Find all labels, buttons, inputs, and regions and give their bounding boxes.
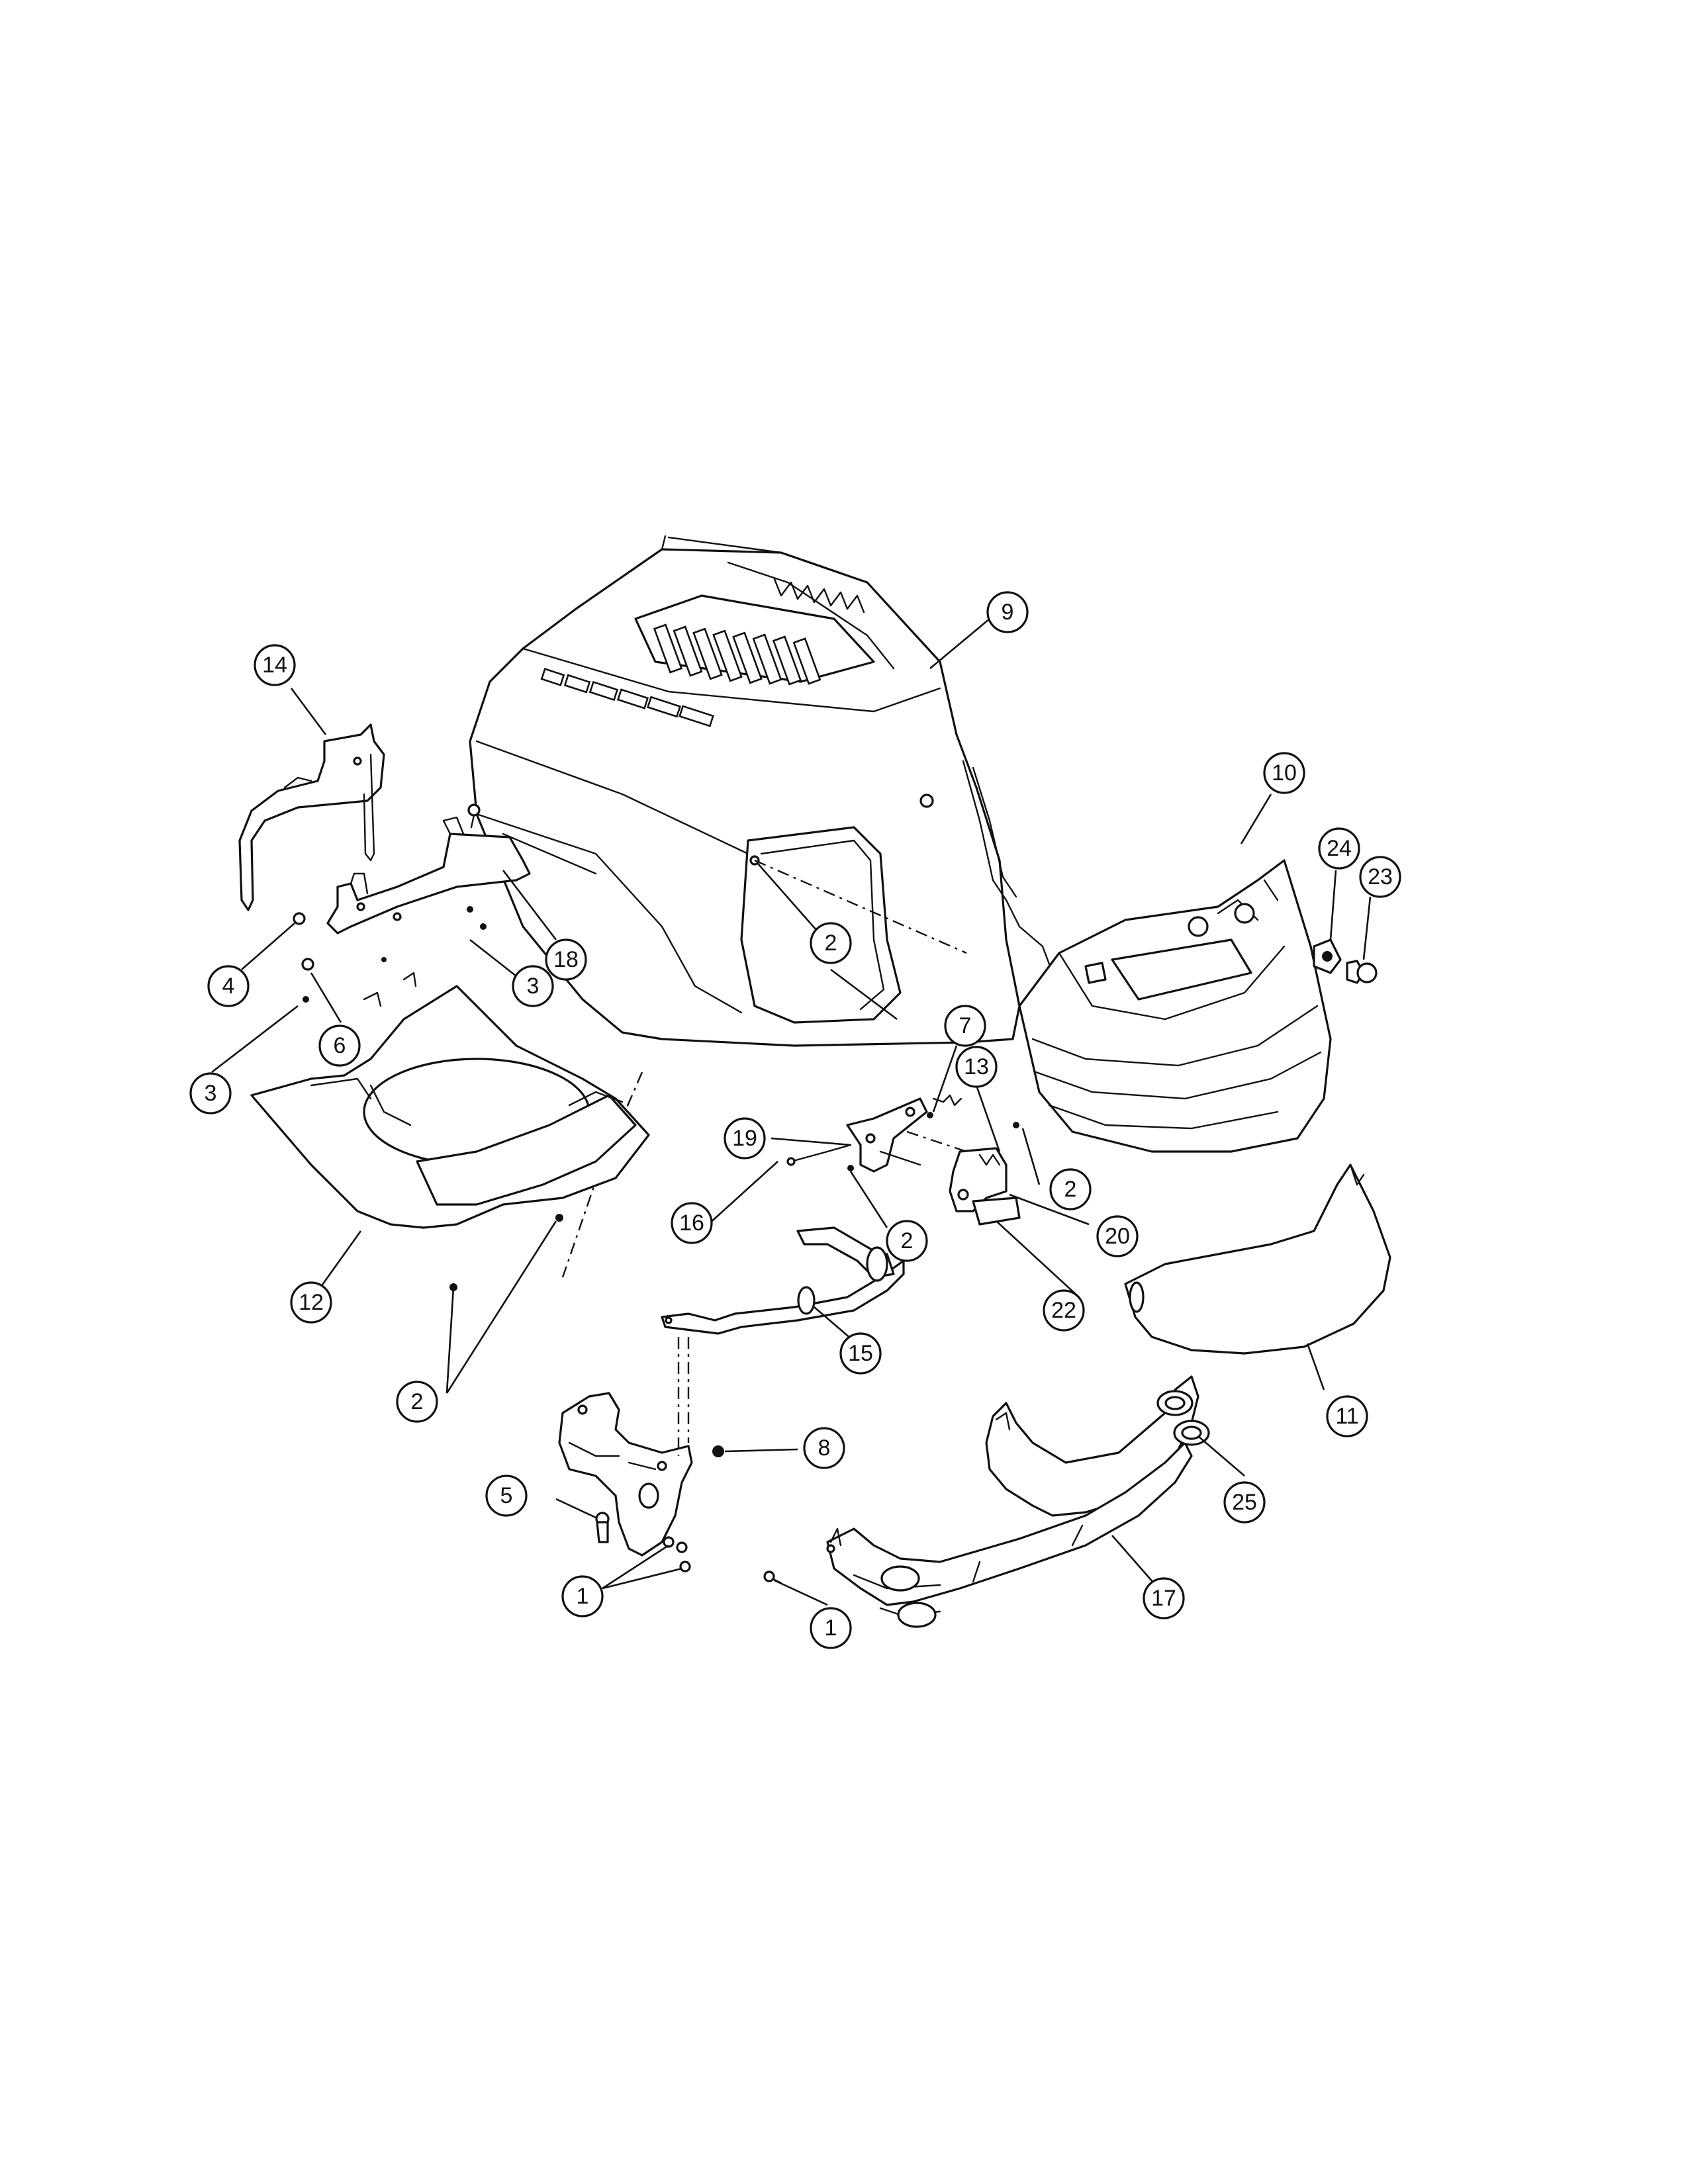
callout-12: 12	[290, 1281, 332, 1324]
callout-14: 14	[254, 644, 296, 686]
callout-label: 20	[1105, 1224, 1130, 1249]
latch-bracket-part	[846, 1097, 928, 1173]
callout-13: 13	[955, 1046, 998, 1088]
callout-label: 17	[1151, 1586, 1176, 1611]
callout-label: 7	[959, 1013, 972, 1038]
callout-label: 8	[818, 1435, 831, 1461]
callout-10: 10	[1263, 752, 1305, 794]
callout-label: 1	[577, 1584, 589, 1609]
callout-label: 2	[825, 931, 837, 956]
callout-label: 11	[1335, 1404, 1358, 1429]
nose-cone-part	[1124, 1163, 1391, 1355]
callout-label: 2	[1064, 1177, 1077, 1202]
callout-1: 1	[810, 1607, 852, 1649]
latch-rod-part	[786, 1144, 852, 1166]
callout-label: 3	[205, 1081, 217, 1106]
callout-label: 22	[1051, 1298, 1076, 1323]
callout-1: 1	[561, 1575, 604, 1617]
callout-7: 7	[944, 1005, 986, 1047]
callout-label: 10	[1272, 760, 1297, 786]
callout-19: 19	[724, 1117, 766, 1160]
callout-label: 5	[500, 1483, 513, 1508]
hood-top-vent-slots	[653, 623, 821, 686]
callout-label: 24	[1327, 836, 1352, 861]
callout-3: 3	[512, 965, 554, 1007]
callout-4: 4	[207, 965, 250, 1007]
callout-2: 2	[1049, 1168, 1092, 1210]
screw-fastener	[293, 803, 487, 1003]
callout-2: 2	[810, 922, 852, 964]
headlight-bulb-part	[1346, 960, 1378, 984]
callout-15: 15	[839, 1332, 882, 1375]
callout-6: 6	[318, 1024, 361, 1067]
callout-label: 4	[222, 974, 235, 999]
callout-24: 24	[1318, 827, 1360, 870]
leader-lines	[211, 618, 1372, 1606]
callout-label: 6	[334, 1033, 346, 1058]
callout-label: 15	[848, 1341, 873, 1366]
hood-part	[469, 535, 1054, 1047]
callout-16: 16	[671, 1202, 713, 1244]
callout-label: 2	[901, 1228, 914, 1253]
callout-22: 22	[1043, 1289, 1085, 1332]
callout-label: 9	[1002, 600, 1014, 625]
callout-2: 2	[396, 1381, 438, 1423]
heat-shield-part	[250, 972, 650, 1229]
headlight-socket-part	[1313, 938, 1342, 974]
bolt-fastener	[763, 1570, 782, 1584]
callout-5: 5	[485, 1475, 528, 1517]
callout-label: 16	[679, 1210, 704, 1236]
hood-bracket-part	[238, 723, 385, 911]
bolt-fastener	[595, 1445, 724, 1572]
callout-18: 18	[545, 938, 587, 981]
callout-11: 11	[1326, 1395, 1368, 1437]
callout-label: 19	[732, 1126, 757, 1151]
callout-label: 12	[299, 1290, 324, 1315]
callout-label: 1	[825, 1615, 837, 1641]
callout-2: 2	[886, 1220, 928, 1262]
callout-25: 25	[1223, 1481, 1266, 1524]
callout-20: 20	[1096, 1215, 1139, 1257]
bumper-part	[826, 1375, 1199, 1628]
callout-9: 9	[986, 591, 1029, 633]
bumper-cap-part	[1156, 1390, 1210, 1446]
latch-assembly-part	[949, 1147, 1021, 1226]
callout-label: 14	[262, 653, 287, 678]
callout-label: 13	[964, 1054, 989, 1079]
dash-support-part	[326, 816, 531, 934]
front-bracket-part	[558, 1392, 693, 1557]
callout-label: 2	[411, 1389, 424, 1414]
callout-label: 25	[1232, 1490, 1257, 1515]
callout-label: 3	[527, 974, 539, 999]
callout-3: 3	[189, 1072, 232, 1115]
hood-side-vent-slots	[540, 668, 714, 727]
support-rod-part	[661, 1226, 905, 1335]
callout-label: 18	[553, 947, 579, 972]
grille-part	[1018, 859, 1332, 1153]
callout-label: 23	[1368, 864, 1393, 889]
callout-8: 8	[803, 1427, 845, 1469]
callout-17: 17	[1143, 1577, 1185, 1619]
callout-23: 23	[1359, 856, 1401, 898]
